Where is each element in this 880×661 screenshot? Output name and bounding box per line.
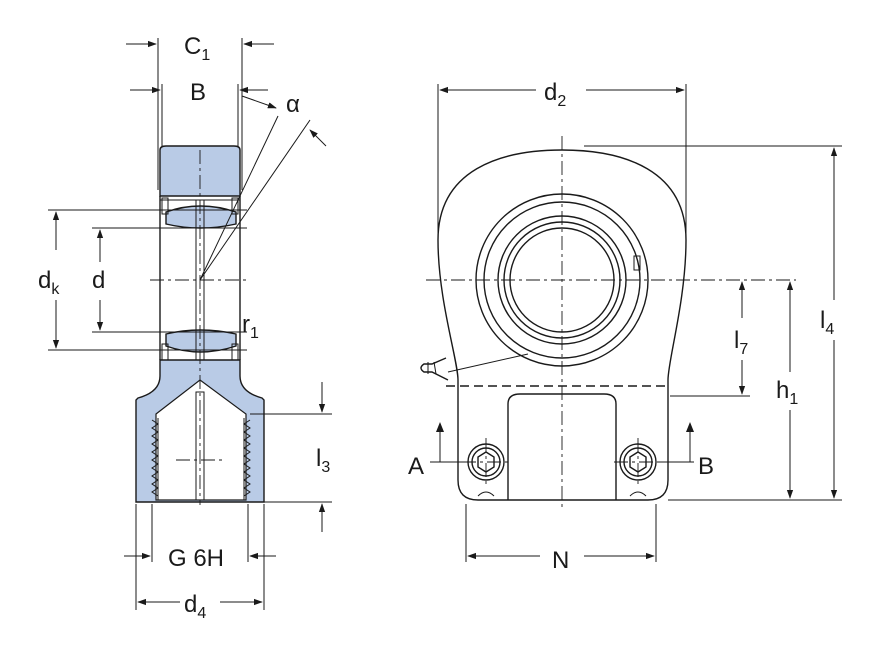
seal-tr [231, 197, 239, 215]
label-alpha: α [286, 91, 300, 118]
inner-ring-top [165, 205, 237, 229]
thread-left [151, 418, 159, 500]
label-a: A [408, 453, 424, 480]
section-dimensions [48, 38, 332, 610]
label-g6h: G 6H [168, 545, 224, 572]
thread-right [243, 418, 251, 500]
seal-br [231, 343, 239, 361]
label-b-right: B [698, 453, 714, 480]
label-d2: d2 [544, 79, 566, 110]
label-r1: r1 [242, 311, 259, 342]
label-c1: C1 [184, 33, 210, 64]
label-dk: dk [38, 267, 60, 298]
inner-ring-bottom [165, 329, 237, 353]
label-b-top: B [190, 79, 206, 106]
grease-nipple [420, 353, 529, 381]
label-l4: l4 [820, 307, 834, 338]
seal-bl [161, 343, 169, 361]
label-d: d [92, 267, 105, 294]
seal-tl [161, 197, 169, 215]
label-l3: l3 [316, 445, 330, 476]
label-l7: l7 [734, 327, 748, 358]
label-n: N [552, 547, 569, 574]
label-d4: d4 [184, 591, 206, 622]
front-dimensions [430, 84, 842, 562]
label-h1: h1 [776, 377, 798, 408]
section-view [135, 95, 327, 505]
front-view [420, 136, 796, 510]
housing-outline [437, 149, 687, 501]
